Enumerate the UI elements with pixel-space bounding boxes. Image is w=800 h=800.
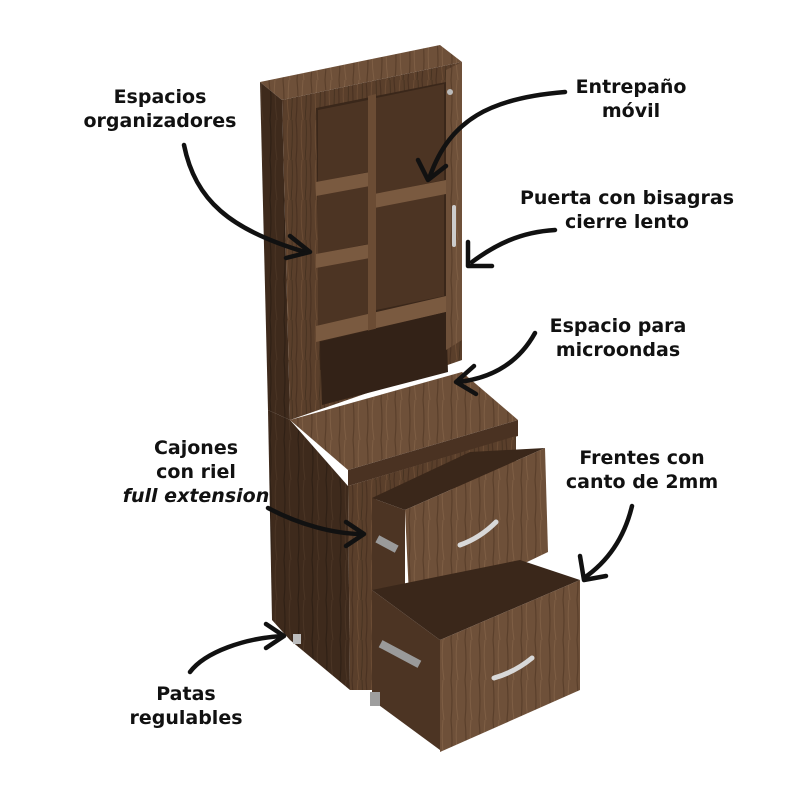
drawer-rail-icon [375,535,399,553]
cubby [318,252,368,326]
door-handle-icon [452,205,456,247]
drawer-bottom [372,560,580,752]
callout-entrepano-line2: móvil [601,100,661,122]
callout-patas-line2: regulables [129,707,243,729]
callout-cajones: Cajones con riel full extension [96,436,296,508]
drawer-front [405,448,548,618]
callout-cajones-line2: con riel [156,461,236,483]
arrow-entrepano [427,89,568,179]
shelf [316,244,370,268]
callout-espacios-line2: organizadores [83,110,237,132]
callout-entrepano-line1: Entrepaño [575,76,687,98]
drawer-side [372,498,405,610]
hutch-left-side [260,82,290,420]
base-left-side [268,410,350,690]
cubby [318,180,368,254]
arrowhead-icon [263,621,287,651]
callout-puerta: Puerta con bisagras cierre lento [508,186,746,234]
arrowhead-icon [453,363,479,397]
drawer-interior [372,560,580,640]
arrow-microondas [455,330,538,385]
movable-shelf [374,180,446,208]
arrowhead-icon [415,157,449,183]
hutch-top [260,45,462,100]
callout-microondas-line2: microondas [555,339,681,361]
callout-cajones-line1: Cajones [153,437,239,459]
callout-microondas: Espacio para microondas [530,314,706,362]
drawer-front [440,580,580,752]
callout-frentes-line2: canto de 2mm [565,471,719,493]
cubby [376,84,444,194]
shelf [316,296,446,342]
leg-icon [293,634,301,644]
callout-puerta-line2: cierre lento [565,211,689,233]
counter-edge [348,420,518,486]
cubby [376,188,444,310]
callout-entrepano: Entrepaño móvil [556,75,706,123]
counter-top [290,372,518,470]
hinge-icon [447,89,453,95]
arrow-espacios [181,142,308,255]
arrow-frentes [581,503,635,581]
leg-icon [370,692,380,706]
drawer-top [372,448,548,618]
callout-patas-line1: Patas [156,683,216,705]
drawer-handle-icon [457,519,499,548]
arrowhead-icon [465,239,495,269]
drawer-rail-icon [378,640,422,668]
cubby [318,100,368,182]
callout-frentes: Frentes con canto de 2mm [548,446,736,494]
drawer-interior [372,448,545,510]
arrow-patas [187,633,286,675]
shelf [316,172,370,196]
arrow-puerta [469,227,558,265]
arrowhead-icon [577,553,609,583]
callout-espacios: Espacios organizadores [62,85,258,133]
drawer-handle-icon [491,655,535,681]
callout-cajones-line3: full extension [122,485,270,507]
callout-arrows [181,89,635,675]
drawer-side [372,590,440,750]
callout-frentes-line1: Frentes con [579,447,705,469]
arrowhead-icon [283,233,313,261]
arrowhead-icon [343,519,367,549]
callout-microondas-line1: Espacio para [549,315,687,337]
divider [368,94,376,332]
callout-puerta-line1: Puerta con bisagras [519,187,735,209]
upper-hutch [260,45,462,420]
callout-espacios-line1: Espacios [113,86,207,108]
microwave-space [320,312,448,405]
arrow-cajones [265,505,365,537]
callout-patas: Patas regulables [96,682,276,730]
